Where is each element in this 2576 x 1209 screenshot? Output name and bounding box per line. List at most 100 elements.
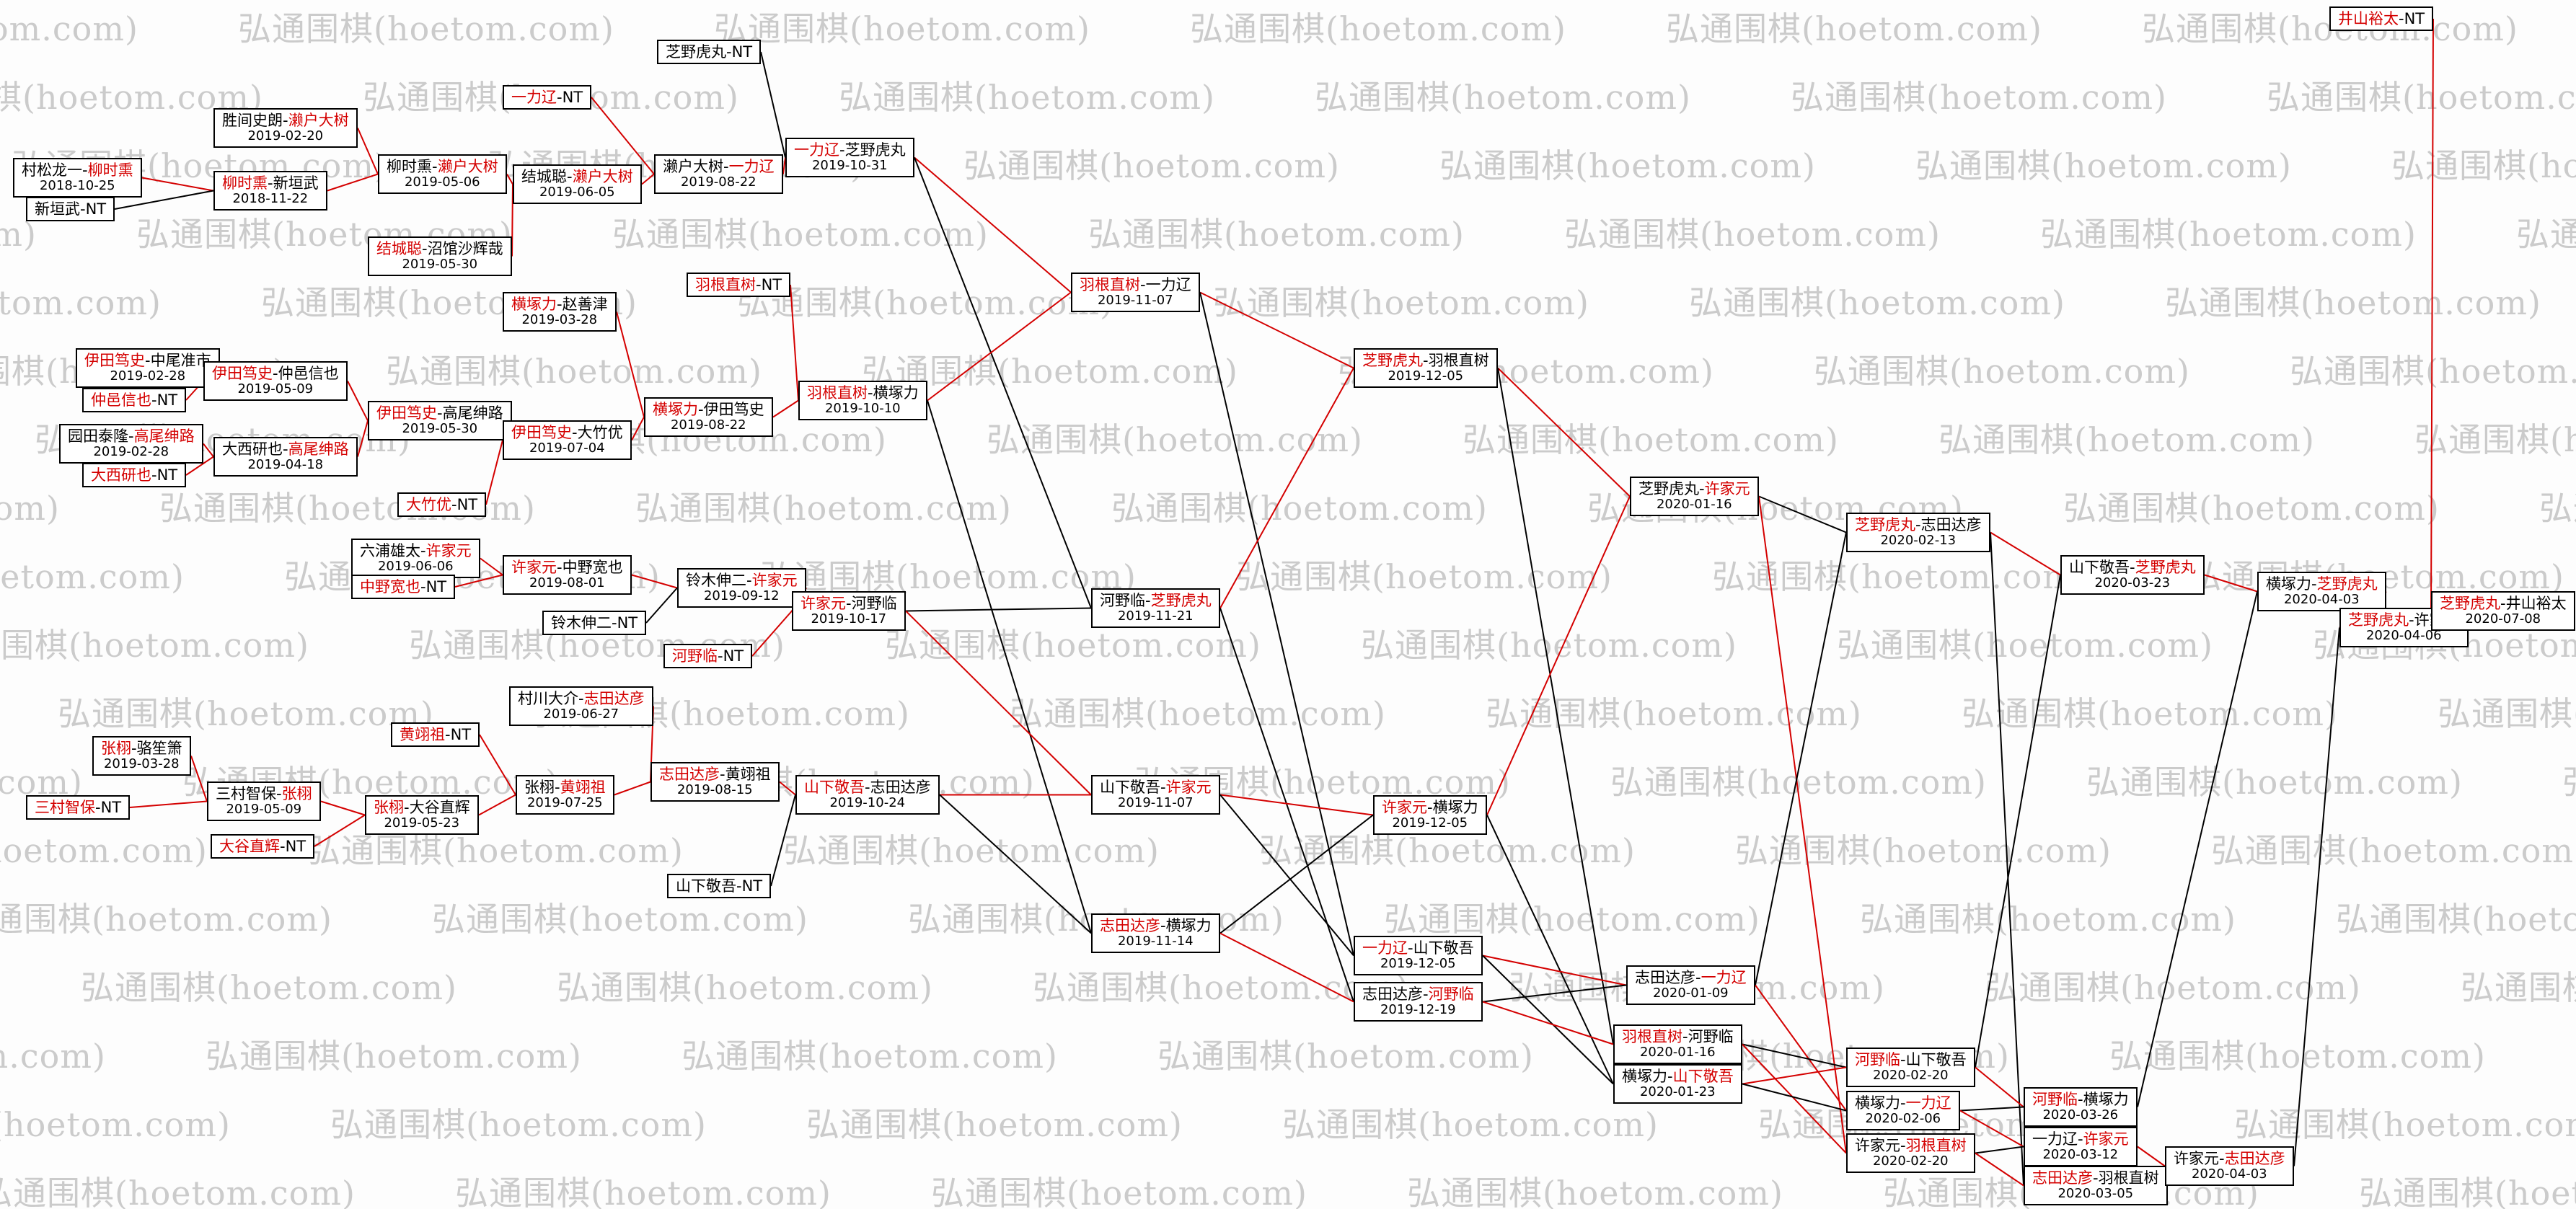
- bye-box[interactable]: 黄翊祖-NT: [391, 722, 480, 748]
- player-name: 铃木伸二: [551, 614, 612, 632]
- watermark-text: 弘通围棋(hoetom.com): [2063, 489, 2440, 528]
- bracket-line: [506, 174, 513, 185]
- player-name: 濑户大树: [288, 112, 349, 129]
- match-date: 2019-05-30: [402, 257, 478, 273]
- bye-box[interactable]: 三村智保-NT: [26, 795, 131, 820]
- bracket-line: [1219, 932, 1354, 1003]
- bye-box[interactable]: 一力辽-NT: [503, 85, 592, 110]
- player-name: 柳时熏: [387, 158, 432, 175]
- player-name: 村松龙一: [22, 161, 82, 179]
- player-name: 柳时熏: [87, 161, 133, 179]
- bye-box[interactable]: 大谷直辉-NT: [211, 834, 315, 859]
- watermark-text: 弘通围棋(hoetom.com): [0, 1105, 231, 1144]
- bye-box[interactable]: 中野宽也-NT: [351, 575, 456, 600]
- bye-label: NT: [425, 578, 447, 595]
- watermark-text: 弘通围棋(hoetom.com): [682, 1037, 1058, 1076]
- watermark-text: 弘通围棋(hoetom.com): [2109, 1037, 2486, 1076]
- bye-box[interactable]: 新垣武-NT: [26, 197, 115, 222]
- match-players: 井山裕太-NT: [2338, 10, 2425, 27]
- player-name: 铃木伸二: [686, 572, 746, 589]
- match-players: 羽根直树-横塚力: [807, 384, 919, 402]
- player-name: 横塚力: [2083, 1091, 2129, 1108]
- bracket-line: [454, 574, 503, 588]
- watermark-text: 弘通围棋(hoetom.com): [2539, 489, 2576, 528]
- bracket-line: [772, 399, 799, 418]
- bye-box[interactable]: 大竹优-NT: [397, 492, 487, 518]
- bye-box[interactable]: 大西研也-NT: [82, 463, 187, 488]
- watermark-text: 弘通围棋(hoetom.com): [0, 489, 60, 528]
- match-date: 2019-11-07: [1117, 795, 1194, 811]
- bye-box[interactable]: 井山裕太-NT: [2329, 6, 2434, 32]
- bye-box[interactable]: 山下敬吾-NT: [667, 874, 772, 899]
- match-date: 2020-03-26: [2042, 1107, 2119, 1123]
- match-players: 芝野虎丸-羽根直树: [1362, 352, 1489, 369]
- watermark-text: 弘通围棋(hoetom.com): [1463, 420, 1839, 459]
- bye-box[interactable]: 芝野虎丸-NT: [657, 40, 762, 65]
- match-date: 2019-10-10: [824, 401, 901, 417]
- watermark-text: 弘通围棋(hoetom.com): [1962, 694, 2338, 733]
- player-name: 张栩: [101, 740, 131, 757]
- watermark-text: 弘通围棋(hoetom.com): [1985, 968, 2361, 1007]
- bye-box[interactable]: 仲邑信也-NT: [82, 388, 187, 413]
- bracket-line: [905, 607, 1092, 612]
- watermark-text: 弘通围棋(hoetom.com): [0, 831, 208, 870]
- match-date: 2020-02-06: [1865, 1111, 1941, 1127]
- match-date: 2020-04-03: [2191, 1166, 2267, 1182]
- bye-box[interactable]: 河野临-NT: [663, 644, 753, 669]
- watermark-text: 弘通围棋(hoetom.com): [885, 626, 1261, 665]
- bye-box[interactable]: 铃木伸二-NT: [542, 611, 647, 636]
- bye-box[interactable]: 羽根直树-NT: [687, 273, 791, 298]
